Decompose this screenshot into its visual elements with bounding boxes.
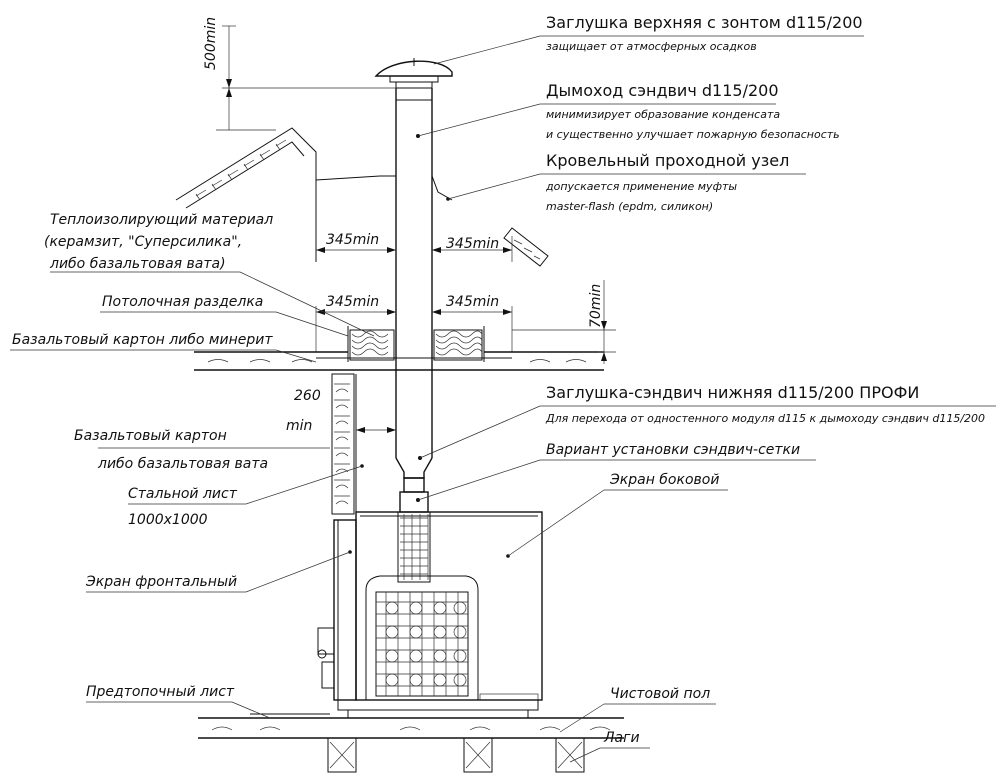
wall-gap-unit: min <box>286 418 312 434</box>
top-clearance-dimension: 500min <box>203 17 396 131</box>
ceiling-height-dimension: 70min <box>512 280 616 364</box>
joists-label: Лаги <box>603 730 640 746</box>
wall-gap-value: 260 <box>294 388 321 404</box>
ceiling-left-clearance: 345min <box>326 294 379 310</box>
basalt-board-label-2: либо базальтовая вата <box>97 456 268 472</box>
basalt-minerite-label: Базальтовый картон либо минерит <box>12 332 273 348</box>
roof-clearance-dimensions: 345min 345min <box>316 232 513 262</box>
front-screen-label: Экран фронтальный <box>85 574 237 590</box>
ceiling-cut: 345min 345min <box>315 294 513 362</box>
top-cap-label: Заглушка верхняя с зонтом d115/200 <box>546 13 863 32</box>
wall-insulation <box>331 373 364 515</box>
roof-unit-note-1: допускается применение муфты <box>545 180 737 193</box>
chimney-label: Дымоход сэндвич d115/200 <box>546 81 779 100</box>
ceiling-height-value: 70min <box>588 284 604 328</box>
roof-right-slope <box>503 227 549 267</box>
prefirebox-sheet-label: Предтопочный лист <box>86 684 235 700</box>
side-screen-label: Экран боковой <box>609 472 719 488</box>
insulation-label-1: Теплоизолирующий материал <box>50 212 273 228</box>
top-clearance-value: 500min <box>203 17 219 70</box>
steel-sheet-size: 1000х1000 <box>128 512 208 528</box>
insulation-label-2: (керамзит, "Суперсилика", <box>44 234 242 250</box>
roof-unit-note-2: master-flash (epdm, силикон) <box>546 200 713 213</box>
basalt-board-label-1: Базальтовый картон <box>74 428 227 444</box>
floor <box>198 713 624 773</box>
roof-left-slope <box>175 127 317 209</box>
chimney-note-2: и существенно улучшает пожарную безопасн… <box>546 128 840 141</box>
top-cap-note: защищает от атмосферных осадков <box>546 40 757 53</box>
ceiling-cut-label: Потолочная разделка <box>102 294 263 310</box>
finish-floor-label: Чистовой пол <box>610 686 710 702</box>
steel-sheet-label: Стальной лист <box>128 486 238 502</box>
mesh-option-label: Вариант установки сэндвич-сетки <box>546 442 800 458</box>
roof-unit-label: Кровельный проходной узел <box>546 151 789 170</box>
bottom-sandwich-cap <box>395 457 433 513</box>
stove-body <box>317 511 543 718</box>
chimney-note-1: минимизирует образование конденсата <box>546 108 780 121</box>
ceiling-right-clearance: 345min <box>446 294 499 310</box>
sandwich-chimney-pipe <box>395 88 433 460</box>
top-cap-umbrella <box>374 58 453 89</box>
bottom-cap-label: Заглушка-сэндвич нижняя d115/200 ПРОФИ <box>546 383 919 402</box>
leader-lines <box>10 35 996 763</box>
roof-right-clearance: 345min <box>446 236 499 252</box>
roof-left-clearance: 345min <box>326 232 379 248</box>
insulation-label-3: либо базальтовая вата) <box>49 256 226 272</box>
roof-pass-through-unit <box>315 175 453 262</box>
wall-gap-dimension: 260 min <box>286 388 396 434</box>
bottom-cap-note: Для перехода от одностенного модуля d115… <box>545 412 985 425</box>
ceiling-slab <box>194 351 604 371</box>
